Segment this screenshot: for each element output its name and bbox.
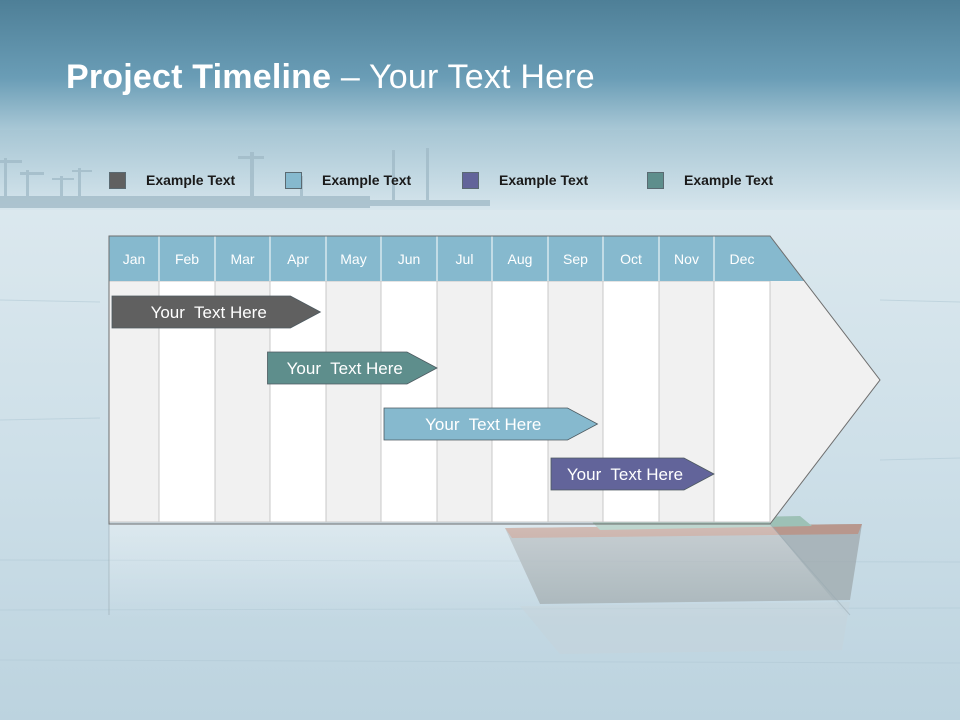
month-label-dec: Dec [730, 251, 755, 267]
slide-title-rest: – Your Text Here [331, 58, 595, 96]
timeline-reflection [109, 524, 850, 620]
timeline-columns [108, 236, 880, 524]
month-column-may [325, 280, 382, 523]
timeline-border [108, 235, 881, 525]
legend-item-2: Example Text [285, 170, 411, 190]
legend-item-1: Example Text [109, 170, 235, 190]
month-label-jan: Jan [123, 251, 146, 267]
arrow-head [770, 236, 880, 524]
legend-item-4: Example Text [647, 170, 773, 190]
task-label-2: Your Text Here [287, 359, 403, 378]
legend-swatch-4 [647, 171, 664, 189]
task-bar-4 [550, 457, 715, 491]
header-band [109, 236, 770, 281]
legend-swatch-2 [285, 171, 302, 189]
legend-swatch-1 [109, 171, 126, 189]
slide-title: Project Timeline – Your Text Here [66, 58, 595, 97]
month-label-apr: Apr [287, 251, 309, 267]
timeline-reflection-diagonal [769, 523, 851, 616]
legend-label-3: Example Text [499, 172, 589, 188]
task-label-1: Your Text Here [151, 303, 267, 322]
task-label-3: Your Text Here [425, 415, 541, 434]
legend-label-2: Example Text [322, 172, 412, 188]
month-column-jul [436, 280, 493, 523]
month-label-nov: Nov [674, 251, 699, 267]
legend-label-1: Example Text [146, 172, 236, 188]
harbor-cranes [0, 148, 490, 208]
slide-title-bold: Project Timeline [66, 58, 332, 96]
legend-swatch-3 [462, 171, 479, 189]
timeline-outline [108, 235, 881, 525]
legend-item-3: Example Text [462, 170, 588, 190]
task-bar-3 [383, 407, 599, 441]
legend-label-4: Example Text [684, 172, 774, 188]
month-label-mar: Mar [230, 251, 254, 267]
task-bar-1 [111, 295, 322, 329]
month-label-feb: Feb [175, 251, 199, 267]
month-label-aug: Aug [508, 251, 533, 267]
task-bar-2 [267, 351, 438, 385]
month-label-jul: Jul [456, 251, 474, 267]
month-label-sep: Sep [563, 251, 588, 267]
task-label-4: Your Text Here [567, 465, 683, 484]
month-column-dec [713, 280, 771, 523]
month-column-jun [380, 280, 438, 523]
month-column-aug [491, 280, 549, 523]
month-label-oct: Oct [620, 251, 642, 267]
month-label-may: May [340, 251, 366, 267]
month-label-jun: Jun [398, 251, 421, 267]
timeline-header: Jan Feb Mar Apr May Jun Jul Aug Sep Oct Nov Dec [109, 236, 804, 281]
